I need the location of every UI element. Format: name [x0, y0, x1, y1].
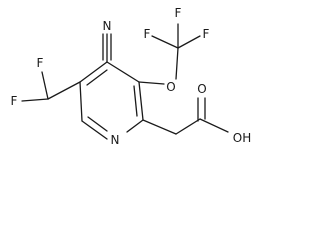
bond-c3-o [138, 81, 165, 85]
bond-c6-c5 [79, 81, 83, 122]
ring-n-label: N [111, 133, 120, 147]
chf2-f1-label: F [37, 56, 44, 70]
bond-c2-ch2 [142, 119, 177, 135]
bond-c4-c3 [106, 61, 140, 83]
nitrile-n-label: N [103, 19, 112, 33]
cf3-f3-label: F [203, 27, 210, 41]
bond-ch2-cooh [175, 118, 201, 135]
bond-c2-n [126, 119, 144, 133]
bond-c3-c2 [138, 81, 144, 121]
cf3-f2-label: F [175, 6, 182, 20]
bond-c2-c3-inner [133, 85, 138, 117]
bond-chf2-f-top [41, 71, 49, 100]
bond-c-oh [199, 118, 229, 133]
ether-o-label: O [166, 80, 175, 94]
bond-cf3-f-right [177, 35, 201, 49]
bond-c5-chf2 [47, 81, 81, 100]
structure-canvas: N N O F F F F F O OH [11, 6, 252, 147]
hydroxyl-oh-label: OH [233, 131, 251, 145]
bond-chf2-f-left [21, 98, 49, 102]
bond-c5-c4 [79, 61, 108, 83]
molecule-drawing: N N O F F F F F O OH [11, 6, 252, 147]
bond-n-c6 [81, 120, 108, 140]
carbonyl-o-label: O [197, 82, 206, 96]
bond-c5-c4-inner [86, 69, 108, 86]
chf2-f2-label: F [11, 94, 18, 108]
cf3-f1-label: F [144, 27, 151, 41]
bond-n-c6-inner [87, 116, 108, 132]
bond-cf3-f-left [151, 35, 179, 49]
bond-o-cf3 [175, 47, 179, 80]
